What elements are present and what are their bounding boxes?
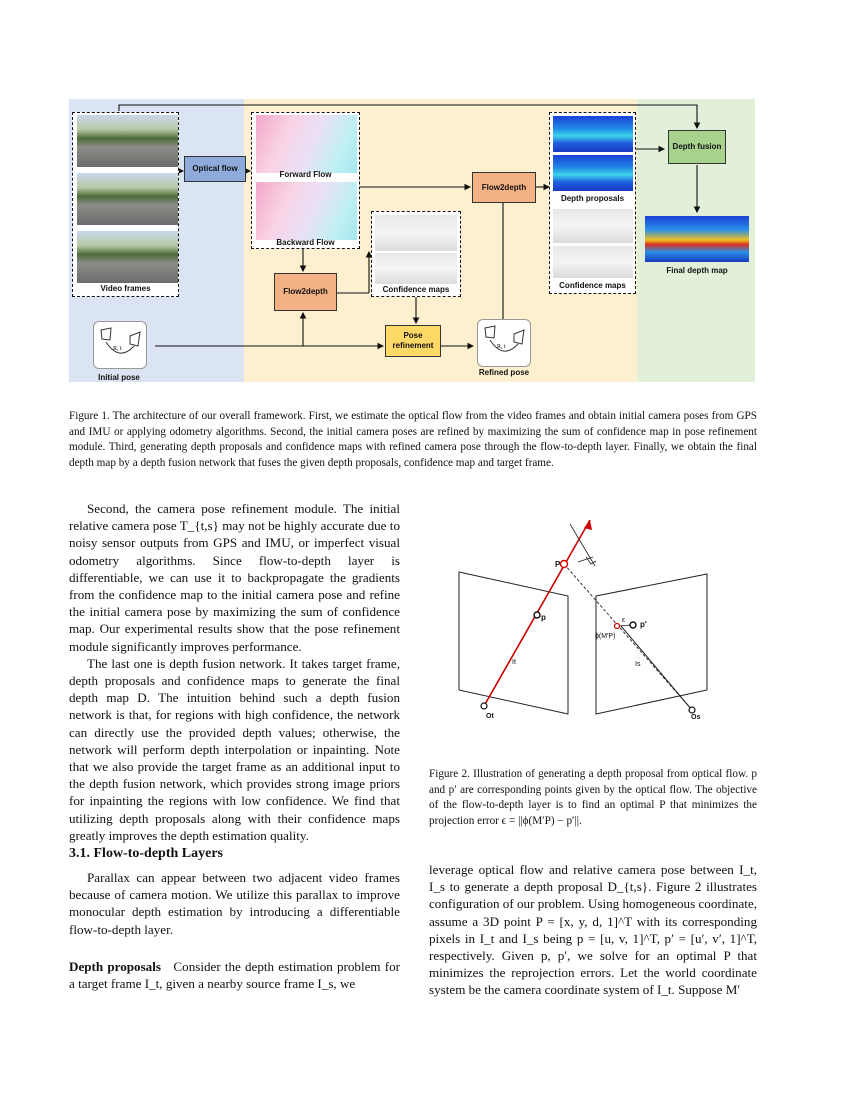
figure-2-caption: Figure 2. Illustration of generating a d… [429,768,757,827]
label-p: p [541,613,546,622]
backward-flow-image [256,182,357,240]
parallax-paragraph: Parallax can appear between two adjacent… [69,870,400,937]
video-frame-image [77,173,178,225]
forward-flow-image [256,115,357,173]
left-column: Second, the camera pose refinement modul… [69,500,400,844]
target-image-plane [458,571,569,715]
rt-label: R, t [113,346,122,352]
depth-fusion-paragraph: The last one is depth fusion network. It… [69,655,400,843]
figure-2: P p p′ ε ϕ(M′P) It Is Ot Os [458,519,708,721]
homogeneous-coordinate-paragraph: leverage optical flow and relative camer… [429,862,757,998]
backward-flow-label: Backward Flow [276,238,335,247]
point-p [533,611,541,619]
depth-proposals-label: Depth proposals [560,194,625,203]
pose-refinement-box: Pose refinement [385,325,441,357]
depth-proposals-paragraph: Depth proposals Consider the depth estim… [69,958,400,992]
label-eps: ε [622,617,625,624]
initial-pose-label: Initial pose [98,373,140,382]
camera-center-Ot [480,702,488,710]
video-frame-image [77,231,178,283]
camera-center-Os [688,706,696,714]
projection-point [613,622,621,630]
section-heading: 3.1. Flow-to-depth Layers [69,846,223,861]
final-depth-map-image [645,216,749,262]
refined-pose-label: Refined pose [478,368,530,377]
depth-proposal-image [553,155,633,191]
source-ray-dashed [563,563,693,711]
depth-proposals-heading: Depth proposals [69,959,161,974]
label-Is: Is [635,661,641,668]
video-frames-label: Video frames [100,284,151,293]
confidence-maps-label: Confidence maps [559,281,626,290]
rt-label: R, t [497,344,506,350]
forward-flow-label: Forward Flow [279,170,332,179]
figure-1: Video frames Optical flow Forward Flow B… [69,99,755,382]
refined-pose-image: R, t [477,319,531,367]
label-P: P [555,560,561,569]
source-image-plane [595,573,708,715]
label-It: It [512,659,516,666]
right-column: leverage optical flow and relative camer… [429,861,757,999]
left-column-section: Parallax can appear between two adjacent… [69,869,400,938]
source-ray [620,625,693,711]
pose-refinement-paragraph: Second, the camera pose refinement modul… [69,501,400,654]
label-phi: ϕ(M′P) [595,633,615,640]
flow-images-box: Forward Flow Backward Flow [251,112,360,249]
confidence-map-image [553,209,633,243]
flow2depth-box-initial: Flow2depth [274,273,337,311]
optical-flow-box: Optical flow [184,156,246,182]
depth-fusion-box: Depth fusion [668,130,726,164]
initial-pose-image: R, t [93,321,147,369]
depth-proposal-image [553,116,633,152]
confidence-map-image [375,253,457,284]
video-frames-box: Video frames [72,112,179,297]
final-depth-map-label: Final depth map [666,266,728,275]
depth-proposals-text: Consider the depth estimation problem fo… [69,959,400,992]
point-p-prime [629,621,637,629]
flow2depth-box-refined: Flow2depth [472,172,536,203]
confidence-maps-box-initial: Confidence maps [371,211,461,297]
video-frame-image [77,115,178,167]
label-Os: Os [691,714,700,721]
camera-pose-icon: R, t [100,327,141,354]
figure-1-arrows [118,104,701,350]
confidence-map-image [553,246,633,278]
confidence-maps-label: Confidence maps [382,285,450,294]
figure-1-caption: Figure 1. The architecture of our overal… [69,410,757,469]
camera-pose-icon: R, t [484,325,525,352]
label-Ot: Ot [486,713,494,720]
confidence-map-image [375,215,457,251]
label-p-prime: p′ [640,620,647,629]
depth-proposals-box: Depth proposals Confidence maps [549,112,636,294]
point-P [559,559,569,569]
